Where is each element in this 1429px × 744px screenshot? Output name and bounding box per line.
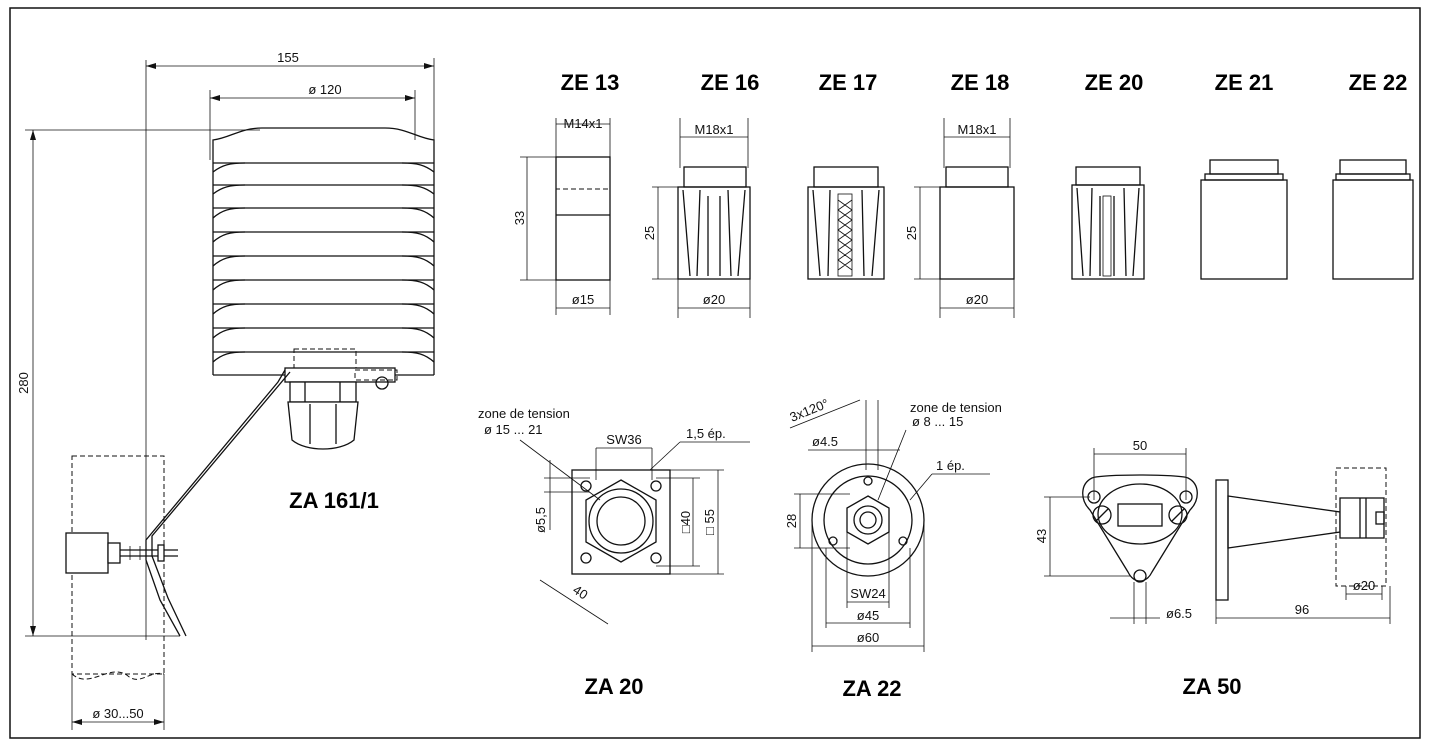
za50-d20: ø20 — [1353, 578, 1375, 593]
ze22-drawing — [1332, 159, 1414, 280]
ze18-thread: M18x1 — [957, 122, 996, 137]
label-ze17: ZE 17 — [819, 70, 878, 95]
za22-thickness: 1 ép. — [936, 458, 965, 473]
ze13-height: 33 — [512, 211, 527, 225]
dim-280: 280 — [16, 372, 31, 394]
shield-plates — [212, 162, 435, 376]
dim-30-50: ø 30...50 — [92, 706, 143, 721]
za22-sw: SW24 — [850, 586, 885, 601]
za22-zone-range: ø 8 ... 15 — [912, 414, 963, 429]
za50-d96: 96 — [1295, 602, 1309, 617]
za50-d43: 43 — [1034, 529, 1049, 543]
za22-d28: 28 — [784, 514, 799, 528]
sheet-border — [9, 7, 1421, 739]
za50-drawing: 50 43 ø6.5 96 ø20 ZA 50 — [1034, 438, 1391, 699]
za20-zone-range: ø 15 ... 21 — [484, 422, 543, 437]
label-ze18: ZE 18 — [951, 70, 1010, 95]
label-ze13: ZE 13 — [561, 70, 620, 95]
za20-hole: ø5,5 — [533, 507, 548, 533]
ze16-height: 25 — [642, 226, 657, 240]
label-za161: ZA 161/1 — [289, 488, 379, 513]
ze17-drawing — [807, 166, 885, 280]
ze21-drawing — [1200, 159, 1288, 280]
label-ze22: ZE 22 — [1349, 70, 1408, 95]
ze18-drawing: M18x1 25 ø20 — [904, 118, 1015, 318]
za161-drawing: 155 ø 120 280 — [16, 50, 435, 730]
label-ze20: ZE 20 — [1085, 70, 1144, 95]
ze16-dia: ø20 — [703, 292, 725, 307]
za22-hole: ø4.5 — [812, 434, 838, 449]
label-ze21: ZE 21 — [1215, 70, 1274, 95]
za20-sq40: □40 — [678, 511, 693, 533]
ze13-thread: M14x1 — [563, 116, 602, 131]
za20-zone-label: zone de tension — [478, 406, 570, 421]
za22-zone-label: zone de tension — [910, 400, 1002, 415]
ze20-drawing — [1071, 166, 1145, 280]
za20-d40: 40 — [570, 582, 590, 602]
za50-d65: ø6.5 — [1166, 606, 1192, 621]
za22-d60: ø60 — [857, 630, 879, 645]
ze18-dia: ø20 — [966, 292, 988, 307]
za20-sw: SW36 — [606, 432, 641, 447]
ze16-drawing: M18x1 25 ø20 — [642, 118, 751, 318]
label-za20: ZA 20 — [584, 674, 643, 699]
label-za50: ZA 50 — [1182, 674, 1241, 699]
ze13-drawing: M14x1 33 ø15 — [512, 116, 611, 315]
dim-155: 155 — [277, 50, 299, 65]
za20-sq55: □ 55 — [702, 509, 717, 535]
label-ze16: ZE 16 — [701, 70, 760, 95]
za20-thickness: 1,5 ép. — [686, 426, 726, 441]
ze18-height: 25 — [904, 226, 919, 240]
za22-d45: ø45 — [857, 608, 879, 623]
dim-120: ø 120 — [308, 82, 341, 97]
za50-d50: 50 — [1133, 438, 1147, 453]
ze13-dia: ø15 — [572, 292, 594, 307]
ze16-thread: M18x1 — [694, 122, 733, 137]
label-za22: ZA 22 — [842, 676, 901, 701]
za20-drawing: zone de tension ø 15 ... 21 SW36 1,5 ép.… — [478, 406, 750, 699]
